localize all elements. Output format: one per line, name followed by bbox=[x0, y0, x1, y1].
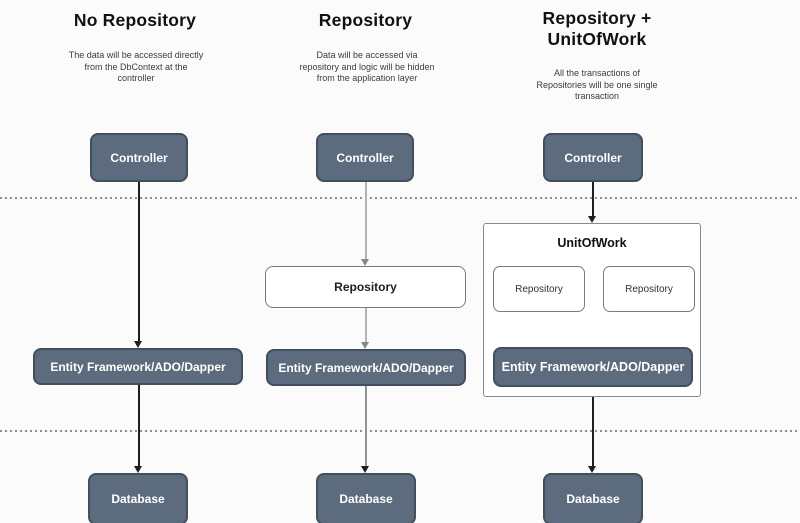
database-node: Database bbox=[316, 473, 416, 523]
subtitle-line: repository and logic will be hidden bbox=[299, 61, 435, 72]
controller-node: Controller bbox=[90, 133, 188, 182]
arrowhead-icon bbox=[361, 259, 369, 266]
dotted-separator-bottom bbox=[0, 430, 800, 432]
repository-node: Repository bbox=[265, 266, 466, 308]
column-subtitle-repository: Data will be accessed via repository and… bbox=[272, 50, 462, 85]
database-node: Database bbox=[543, 473, 643, 523]
column-subtitle-no-repository: The data will be accessed directly from … bbox=[50, 50, 222, 85]
subtitle-line: Repositories will be one single bbox=[536, 79, 658, 90]
arrow-line-framework-to-database bbox=[138, 385, 140, 466]
subtitle-line: controller bbox=[117, 73, 155, 83]
arrowhead-icon bbox=[134, 341, 142, 348]
unitofwork-title: UnitOfWork bbox=[557, 236, 627, 250]
column-subtitle-repository-unitofwork: All the transactions of Repositories wil… bbox=[507, 68, 687, 103]
column-title-repository: Repository bbox=[318, 10, 413, 30]
framework-node: Entity Framework/ADO/Dapper bbox=[493, 347, 693, 387]
subtitle-line: from the DbContext at the bbox=[84, 61, 188, 72]
arrow-line-repository-to-framework bbox=[365, 308, 367, 342]
controller-node: Controller bbox=[316, 133, 414, 182]
arrow-line-framework-to-database bbox=[365, 386, 367, 466]
framework-node: Entity Framework/ADO/Dapper bbox=[266, 349, 466, 386]
controller-node: Controller bbox=[543, 133, 643, 182]
subtitle-line: All the transactions of bbox=[553, 68, 641, 78]
database-node: Database bbox=[88, 473, 188, 523]
arrowhead-icon bbox=[588, 216, 596, 223]
subtitle-line: from the application layer bbox=[316, 73, 418, 83]
repository-node: Repository bbox=[493, 266, 585, 312]
subtitle-line: Data will be accessed via bbox=[316, 50, 418, 60]
dotted-separator-top bbox=[0, 197, 800, 199]
arrow-line-controller-to-framework bbox=[138, 182, 140, 341]
column-title-repository-unitofwork: Repository + UnitOfWork bbox=[542, 8, 652, 49]
arrowhead-icon bbox=[134, 466, 142, 473]
repository-node: Repository bbox=[603, 266, 695, 312]
arrow-line-controller-to-unitofwork bbox=[592, 182, 594, 216]
arrowhead-icon bbox=[361, 466, 369, 473]
subtitle-line: transaction bbox=[574, 91, 620, 101]
arrow-line-unitofwork-to-database bbox=[592, 397, 594, 466]
arrowhead-icon bbox=[361, 342, 369, 349]
arrowhead-icon bbox=[588, 466, 596, 473]
framework-node: Entity Framework/ADO/Dapper bbox=[33, 348, 243, 385]
column-title-no-repository: No Repository bbox=[73, 10, 197, 30]
subtitle-line: The data will be accessed directly bbox=[68, 50, 204, 60]
arrow-line-controller-to-repository bbox=[365, 182, 367, 259]
